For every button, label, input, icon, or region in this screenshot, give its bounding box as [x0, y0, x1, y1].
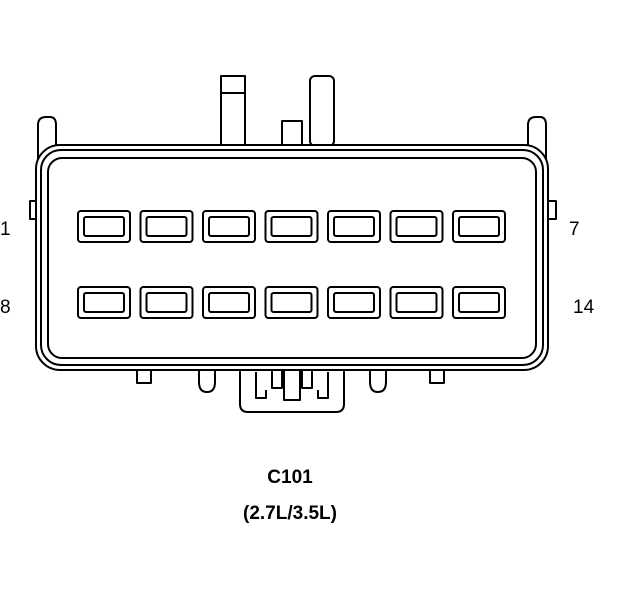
cavity-2-terminal — [145, 216, 188, 237]
cavity-9-terminal — [145, 292, 188, 313]
pin-label-1: 1 — [0, 219, 11, 240]
connector-id: C101 — [267, 467, 313, 488]
connector-subtitle: (2.7L/3.5L) — [243, 503, 337, 524]
cavity-3-terminal — [208, 216, 250, 237]
pin-label-7: 7 — [569, 219, 580, 240]
top-latch-center — [281, 120, 303, 148]
pin-label-8: 8 — [0, 297, 11, 318]
cavity-5-terminal — [333, 216, 375, 237]
cavity-10-terminal — [208, 292, 250, 313]
cavity-14-terminal — [458, 292, 500, 313]
cavity-11-terminal — [270, 292, 313, 313]
top-latch-right — [309, 75, 335, 147]
cavity-7-terminal — [458, 216, 500, 237]
housing-inner — [47, 157, 537, 359]
cavity-13-terminal — [395, 292, 438, 313]
cavity-1-terminal — [83, 216, 125, 237]
cavity-6-terminal — [395, 216, 438, 237]
cavity-4-terminal — [270, 216, 313, 237]
cavity-8-terminal — [83, 292, 125, 313]
pin-label-14: 14 — [573, 297, 595, 318]
top-latch-left — [220, 75, 246, 147]
cavity-12-terminal — [333, 292, 375, 313]
